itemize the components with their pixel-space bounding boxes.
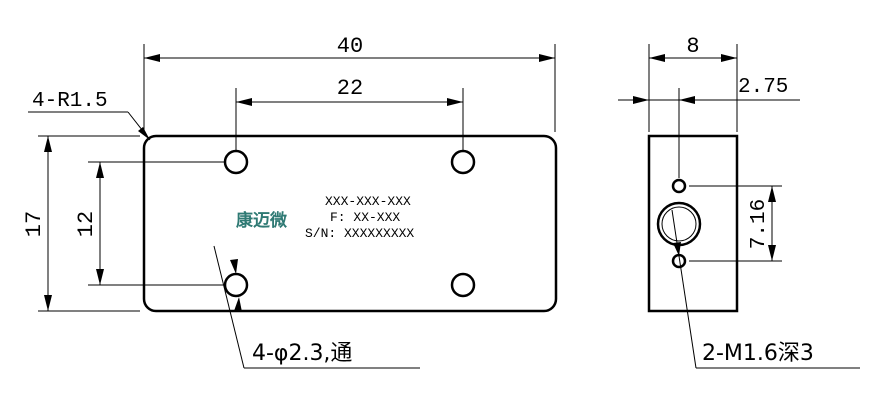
nameplate-part-number: XXX-XXX-XXX xyxy=(325,194,411,209)
hole-callout-label: 4-φ2.3,通 xyxy=(252,341,352,366)
dim-hole-spacing-x-label: 22 xyxy=(337,76,363,101)
dimension-height: 17 xyxy=(22,135,140,312)
side-body-outline xyxy=(647,134,739,313)
dimension-side-width: 8 xyxy=(648,34,738,132)
corner-radius-callout: 4-R1.5 xyxy=(28,90,151,141)
dimension-hole-spacing-y: 12 xyxy=(74,161,224,286)
dim-height-label: 17 xyxy=(22,211,47,237)
corner-radius-label: 4-R1.5 xyxy=(32,90,108,113)
nameplate-serial: S/N: XXXXXXXXX xyxy=(305,226,414,241)
hole-top-left xyxy=(223,149,249,175)
center-bore-outer xyxy=(656,201,702,247)
hole-top-right xyxy=(450,149,476,175)
dimension-offset: 2.75 xyxy=(618,76,800,178)
dim-hole-spacing-y-label: 12 xyxy=(74,211,99,237)
dim-offset-label: 2.75 xyxy=(738,76,788,99)
thread-callout: 2-M1.6深3 xyxy=(671,209,860,369)
thread-hole-top xyxy=(671,178,687,194)
hole-bottom-left xyxy=(223,272,249,298)
hole-bottom-right xyxy=(450,272,476,298)
nameplate-logo: 康迈微 xyxy=(236,210,288,231)
front-body-outline xyxy=(142,134,558,313)
hole-callout: 4-φ2.3,通 xyxy=(213,245,420,369)
dim-side-width-label: 8 xyxy=(686,34,699,59)
dimension-thread-spacing: 7.16 xyxy=(689,185,782,262)
nameplate-frequency: F: XX-XXX xyxy=(330,210,400,225)
front-view: 40 22 17 12 xyxy=(22,34,558,369)
center-bore-inner xyxy=(661,206,697,242)
dim-length-label: 40 xyxy=(337,34,363,59)
thread-callout-label: 2-M1.6深3 xyxy=(702,341,814,366)
dim-thread-spacing-label: 7.16 xyxy=(748,199,771,249)
nameplate: 康迈微 XXX-XXX-XXX F: XX-XXX S/N: XXXXXXXXX xyxy=(236,194,414,241)
dimension-hole-spacing-x: 22 xyxy=(235,76,464,150)
side-view: 8 2.75 7.16 2-M1.6深3 xyxy=(618,34,860,369)
dimension-length: 40 xyxy=(143,34,556,132)
